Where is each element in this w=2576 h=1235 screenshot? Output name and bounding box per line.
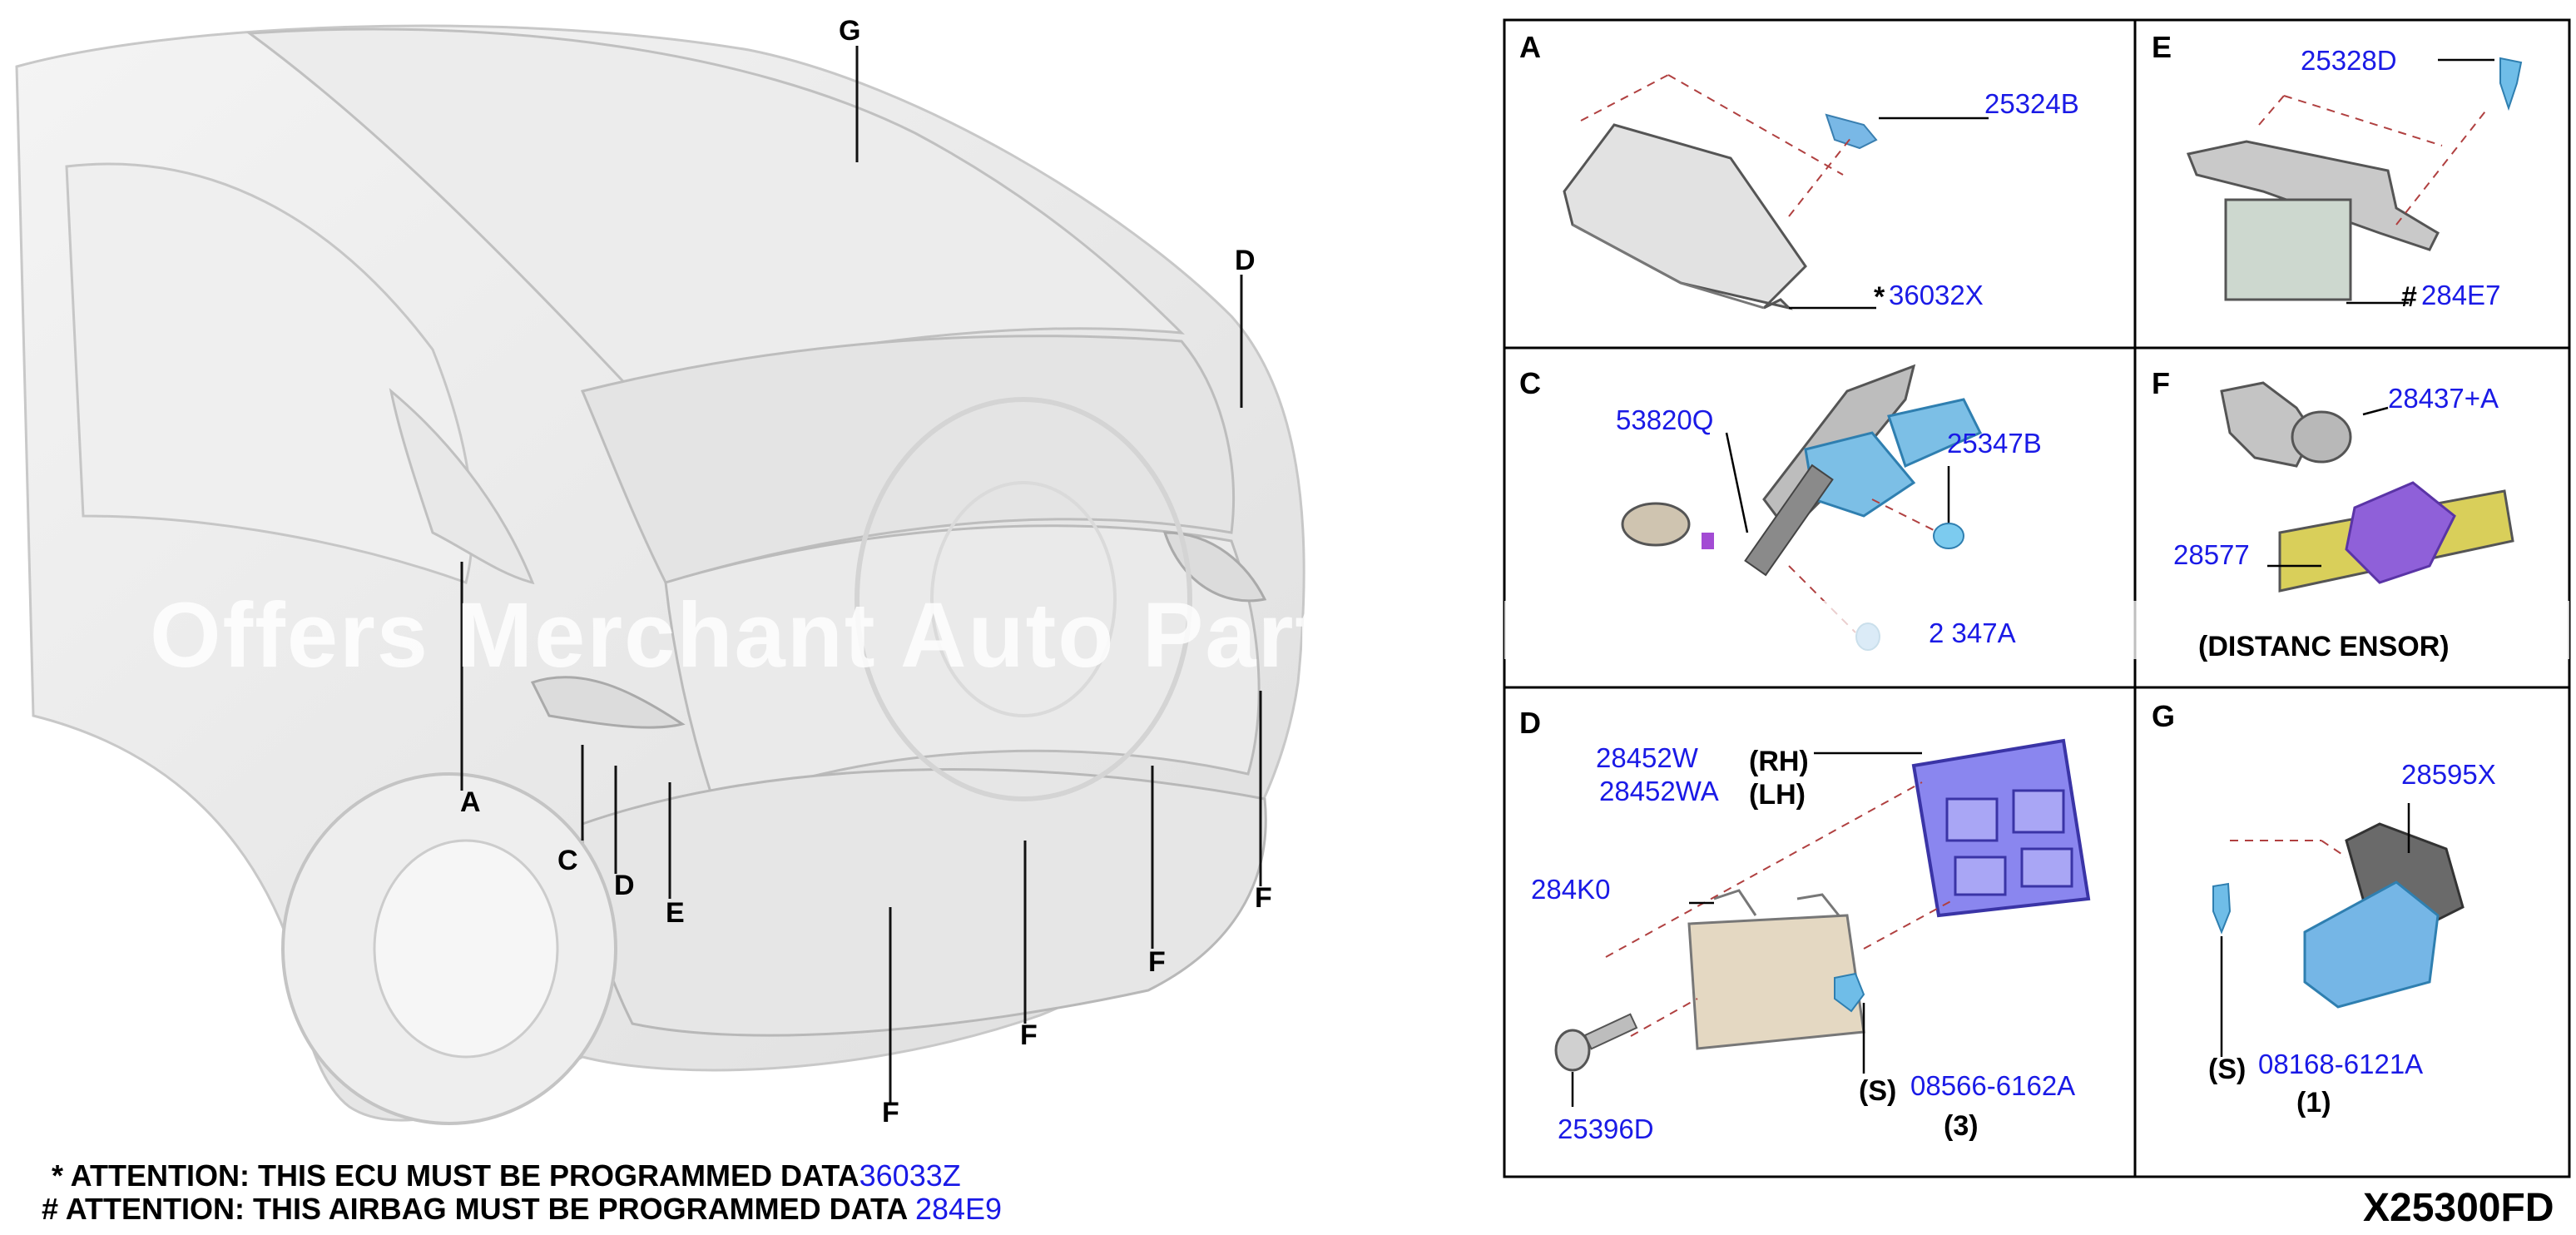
section-f-caption: (DISTANC ENSOR) (2198, 631, 2450, 662)
attention-note-airbag-text: # ATTENTION: THIS AIRBAG MUST BE PROGRAM… (42, 1192, 907, 1226)
vehicle-callout-f2: F (1148, 946, 1166, 978)
vehicle-callout-f1: F (1255, 882, 1272, 914)
part-08566-6162a[interactable]: 08566-6162A (1910, 1070, 2076, 1101)
section-d-parts (1554, 738, 2091, 1107)
attention-note-ecu-text: * ATTENTION: THIS ECU MUST BE PROGRAMMED… (52, 1158, 859, 1193)
part-36032x-mark: * (1874, 281, 1885, 313)
section-label-c: C (1519, 366, 1541, 400)
section-a-parts (1563, 74, 1989, 310)
part-08168-6121a[interactable]: 08168-6121A (2258, 1049, 2424, 1079)
rear-bumper (581, 767, 1267, 1037)
vehicle-callout-c: C (557, 845, 578, 876)
side-window (65, 162, 474, 584)
attention-note-ecu: * ATTENTION: THIS ECU MUST BE PROGRAMMED… (52, 1158, 961, 1193)
vehicle-callout-d: D (614, 870, 635, 901)
attention-note-airbag-part[interactable]: 284E9 (914, 1192, 1003, 1226)
section-g-parts (2212, 803, 2465, 1057)
part-28595x[interactable]: 28595X (2401, 759, 2496, 790)
section-label-g: G (2152, 699, 2176, 733)
part-25347a[interactable]: 2 347A (1929, 618, 2016, 648)
attention-note-ecu-part[interactable]: 36033Z (859, 1158, 961, 1193)
spare-tire (855, 397, 1192, 801)
part-25324b[interactable]: 25324B (1984, 88, 2079, 119)
ecu-module-a (1563, 123, 1807, 310)
bolt-25396d (1554, 1029, 1591, 1072)
part-28452w-side: (RH) (1749, 746, 1809, 777)
tail-lamp-left (530, 676, 686, 729)
bolt-08168 (2212, 882, 2232, 935)
car-roof (245, 27, 1185, 393)
rear-wheel-inner (373, 839, 559, 1059)
part-25396d[interactable]: 25396D (1558, 1113, 1654, 1144)
vehicle-callout-f4: F (882, 1097, 899, 1128)
bolt-08566 (1834, 972, 1865, 1013)
section-label-e: E (2152, 30, 2172, 64)
vehicle-callout-e: E (666, 897, 685, 929)
watermark: Offers Merchant Auto Part (150, 584, 1328, 687)
clip-25324b (1825, 113, 1878, 150)
section-f-parts (2220, 381, 2514, 593)
vehicle-callout-a: A (460, 786, 481, 818)
spare-tire-inner (930, 481, 1117, 717)
part-28452w[interactable]: 28452W (1596, 742, 1698, 773)
link-end (1621, 502, 1691, 547)
part-08168-mark: (S) (2208, 1054, 2247, 1085)
section-label-d: D (1519, 706, 1541, 740)
part-284e7-mark: # (2401, 281, 2417, 313)
vehicle-callout-f3: F (1020, 1019, 1038, 1051)
tailgate (664, 524, 1261, 809)
vehicle-callout-d-top: D (1235, 245, 1256, 276)
quarter-window (389, 388, 535, 585)
module-28595x (2303, 880, 2440, 1009)
part-08168-qty: (1) (2296, 1087, 2331, 1118)
attention-note-airbag: # ATTENTION: THIS AIRBAG MUST BE PROGRAM… (42, 1192, 1002, 1227)
vehicle-illustration (15, 24, 1305, 1125)
part-284e7[interactable]: 284E7 (2421, 280, 2501, 310)
bolt-25328d (2499, 57, 2523, 112)
bracket-e (2186, 140, 2440, 251)
rear-window (580, 335, 1235, 584)
part-08566-mark: (S) (1859, 1075, 1897, 1107)
part-08566-qty: (3) (1944, 1110, 1979, 1142)
vehicle-callout-g: G (839, 15, 861, 47)
part-28452wa-side: (LH) (1749, 779, 1806, 811)
nut-25347b (1933, 523, 1964, 549)
watermark-band (1504, 601, 2569, 659)
part-36032x[interactable]: 36032X (1889, 280, 1984, 310)
diagram-code: X25300FD (2363, 1186, 2554, 1230)
part-28452wa[interactable]: 28452WA (1599, 776, 1719, 806)
part-53820q[interactable]: 53820Q (1616, 404, 1714, 435)
section-e-parts (2186, 57, 2523, 305)
part-284k0[interactable]: 284K0 (1531, 874, 1611, 905)
callout-leaders (460, 46, 1262, 1103)
section-label-f: F (2152, 366, 2170, 400)
part-25328d[interactable]: 25328D (2301, 45, 2397, 76)
section-label-a: A (1519, 30, 1541, 64)
module-284e7 (2224, 198, 2352, 301)
part-28437-a[interactable]: 28437+A (2388, 383, 2499, 414)
part-25347b[interactable]: 25347B (1947, 428, 2042, 459)
part-28577[interactable]: 28577 (2173, 539, 2250, 570)
